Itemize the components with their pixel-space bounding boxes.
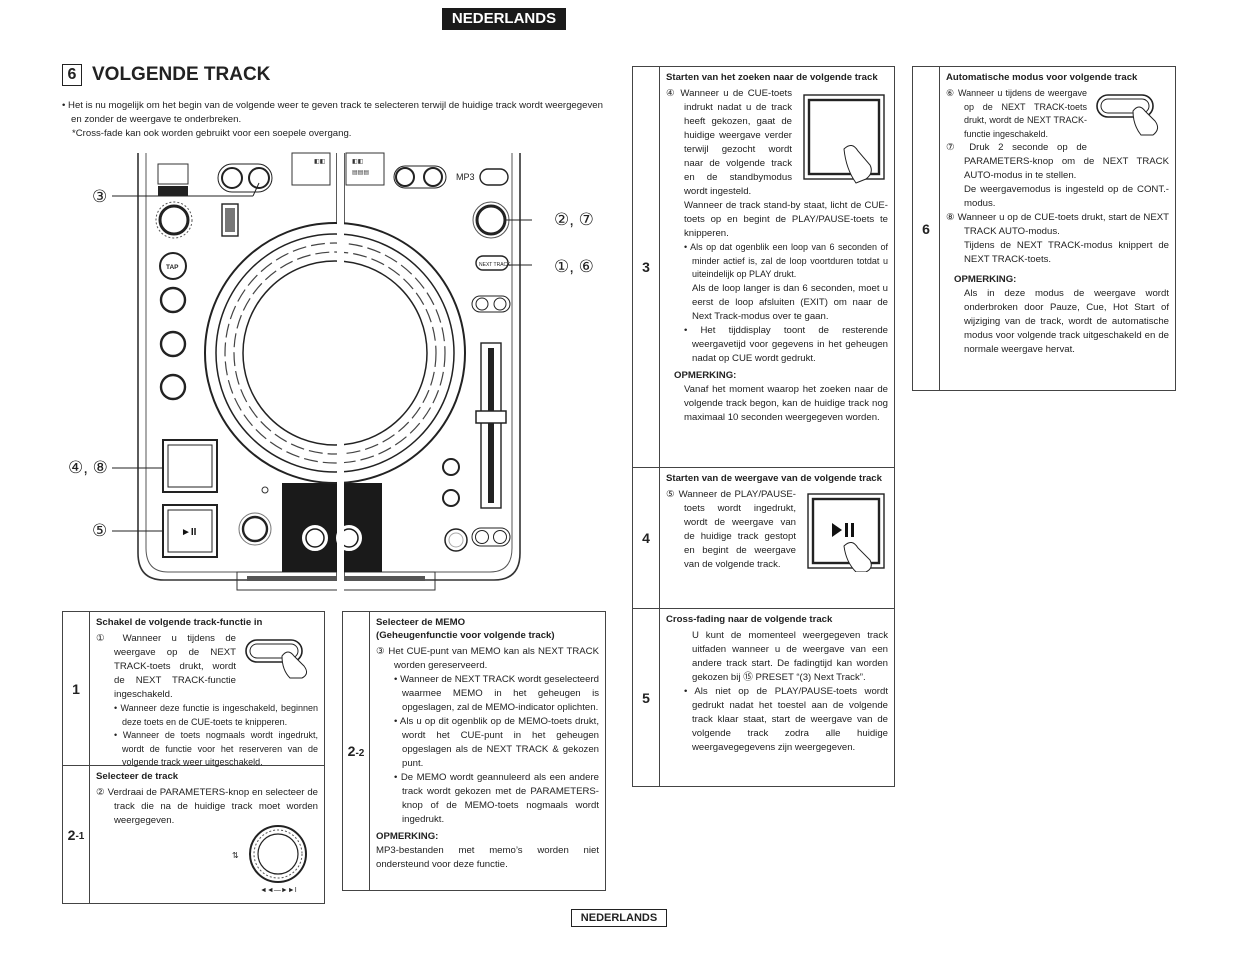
footer-language: NEDERLANDS xyxy=(571,909,667,927)
step-1-number: 1 xyxy=(63,612,90,765)
step-6-text-2b: De weergavemodus is ingesteld op de CONT… xyxy=(964,184,1169,209)
callout-1-6: ①, ⑥ xyxy=(554,257,594,276)
step-3-body: Starten van het zoeken naar de volgende … xyxy=(660,67,894,475)
step-1-title: Schakel de volgende track-functie in xyxy=(96,617,263,628)
step-2-2-note-label: OPMERKING: xyxy=(376,831,439,842)
step-3-bullet-1b: Als de loop langer is dan 6 seconden, mo… xyxy=(692,282,888,322)
section-heading: 6 VOLGENDE TRACK xyxy=(62,64,270,86)
next-track-button-icon xyxy=(245,639,308,679)
step-6-text-1: ⑥ Wanneer u tijdens de weergave op de NE… xyxy=(946,88,1087,139)
step-2-1-body: Selecteer de track ② Verdraai de PARAMET… xyxy=(90,766,324,903)
step-3-note: Vanaf het moment waarop het zoeken naar … xyxy=(684,383,888,423)
step-2-2-box: 2-2 Selecteer de MEMO(Geheugenfunctie vo… xyxy=(342,611,606,891)
svg-text:◧◧: ◧◧ xyxy=(314,159,326,165)
step-2-2-note: MP3-bestanden met memo’s worden niet ond… xyxy=(376,845,599,870)
callout-2-7: ②, ⑦ xyxy=(554,210,594,229)
callout-4-8: ④, ⑧ xyxy=(68,458,108,477)
language-tab: NEDERLANDS xyxy=(442,8,566,30)
steps-3-5-box: 3 Starten van het zoeken naar de volgend… xyxy=(632,66,895,787)
step-4-number: 4 xyxy=(633,468,660,608)
step-2-2-text: ③ Het CUE-punt van MEMO kan als NEXT TRA… xyxy=(376,646,599,671)
device-illustration: ◧◧ ◧◧ ▤▤▤ MP3 TAP ►II xyxy=(62,148,540,593)
steps-1-box: 1 Schakel de volgende track-functie in ①… xyxy=(62,611,325,904)
section-title: VOLGENDE TRACK xyxy=(92,64,271,85)
svg-text:⇅: ⇅ xyxy=(232,851,239,860)
step-5-bullet-1: • Als niet op de PLAY/PAUSE-toets wordt … xyxy=(684,686,888,753)
svg-text:◄◄—►►I: ◄◄—►►I xyxy=(260,887,297,894)
step-3-note-label: OPMERKING: xyxy=(674,369,737,381)
step-3-number: 3 xyxy=(633,67,660,467)
svg-text:◧◧: ◧◧ xyxy=(352,159,364,165)
step-2-2-bullet-3: • De MEMO wordt geannuleerd als een ande… xyxy=(394,772,599,825)
tap-label: TAP xyxy=(166,264,179,271)
step-3-bullet-1: • Als op dat ogenblik een loop van 6 sec… xyxy=(684,242,888,279)
intro-text: • Het is nu mogelijk om het begin van de… xyxy=(62,99,610,141)
step-3-title: Starten van het zoeken naar de volgende … xyxy=(666,72,878,83)
step-1-bullet-2: • Wanneer de toets nogmaals wordt ingedr… xyxy=(114,730,318,767)
step-6-number: 6 xyxy=(913,67,940,390)
step-3-text-2: Wanneer de track stand-by staat, licht d… xyxy=(684,200,888,239)
step-6-text-2: ⑦ Druk 2 seconde op de PARAMETERS-knop o… xyxy=(946,142,1169,181)
step-6-text-3b: Tijdens de NEXT TRACK-modus knippert de … xyxy=(964,240,1169,265)
step-6-note: Als in deze modus de weergave wordt onde… xyxy=(964,288,1169,355)
step-6-note-label: OPMERKING: xyxy=(954,274,1017,285)
step-2-1-title: Selecteer de track xyxy=(96,771,179,782)
step-4-body: Starten van de weergave van de volgende … xyxy=(660,468,894,616)
step-4-title: Starten van de weergave van de volgende … xyxy=(666,473,882,484)
parameters-knob-icon: ⇅ ◄◄—►►I xyxy=(232,825,307,894)
step-1-text: ① Wanneer u tijdens de weergave op de NE… xyxy=(96,633,236,700)
step-2-2-bullet-1: • Wanneer de NEXT TRACK wordt geselectee… xyxy=(394,674,599,713)
step-6-title: Automatische modus voor volgende track xyxy=(946,72,1138,83)
step-6-text-3: ⑧ Wanneer u op de CUE-toets drukt, start… xyxy=(946,212,1169,237)
play-pause-button-icon xyxy=(807,493,885,572)
next-track-button-icon-2 xyxy=(1096,94,1159,136)
intro-note: *Cross-fade kan ook worden gebruikt voor… xyxy=(72,128,352,139)
step-5-number: 5 xyxy=(633,609,660,786)
step-2-2-bullet-2: • Als u op dit ogenblik op de MEMO-toets… xyxy=(394,716,599,769)
step-1-bullet-1: • Wanneer deze functie is ingeschakeld, … xyxy=(114,703,318,727)
step-3-text-1: ④ Wanneer u de CUE-toets indrukt nadat u… xyxy=(666,88,792,197)
mp3-label: MP3 xyxy=(456,172,475,182)
step-3-bullet-2: • Het tijddisplay toont de resterende we… xyxy=(684,324,888,364)
intro-bullet: • Het is nu mogelijk om het begin van de… xyxy=(62,100,603,125)
svg-text:▤▤▤: ▤▤▤ xyxy=(352,170,369,176)
step-6-box: 6 Automatische modus voor volgende track… xyxy=(912,66,1176,391)
callout-5: ⑤ xyxy=(92,521,108,540)
step-2-2-title: Selecteer de MEMO(Geheugenfunctie voor v… xyxy=(376,617,555,641)
step-4-text: ⑤ Wanneer de PLAY/PAUSE-toets wordt inge… xyxy=(666,489,796,570)
step-2-1-number: 2-1 xyxy=(63,766,90,903)
device-drawing: ◧◧ ◧◧ ▤▤▤ MP3 TAP ►II xyxy=(112,148,540,593)
step-5-text: U kunt de momenteel weergegeven track ui… xyxy=(692,630,888,683)
step-2-2-number: 2-2 xyxy=(343,612,370,890)
step-5-body: Cross-fading naar de volgende track U ku… xyxy=(660,609,894,786)
step-5-title: Cross-fading naar de volgende track xyxy=(666,614,833,625)
section-number: 6 xyxy=(62,64,82,86)
play-pause-icon: ►II xyxy=(181,527,197,538)
step-6-body: Automatische modus voor volgende track ⑥… xyxy=(940,67,1175,390)
next-track-label: NEXT TRACK xyxy=(479,262,511,268)
callout-3: ③ xyxy=(92,187,108,206)
cue-button-icon xyxy=(803,94,885,184)
step-2-1-text: ② Verdraai de PARAMETERS-knop en selecte… xyxy=(96,787,318,826)
step-1-body: Schakel de volgende track-functie in ① W… xyxy=(90,612,324,773)
step-2-2-body: Selecteer de MEMO(Geheugenfunctie voor v… xyxy=(370,612,605,890)
